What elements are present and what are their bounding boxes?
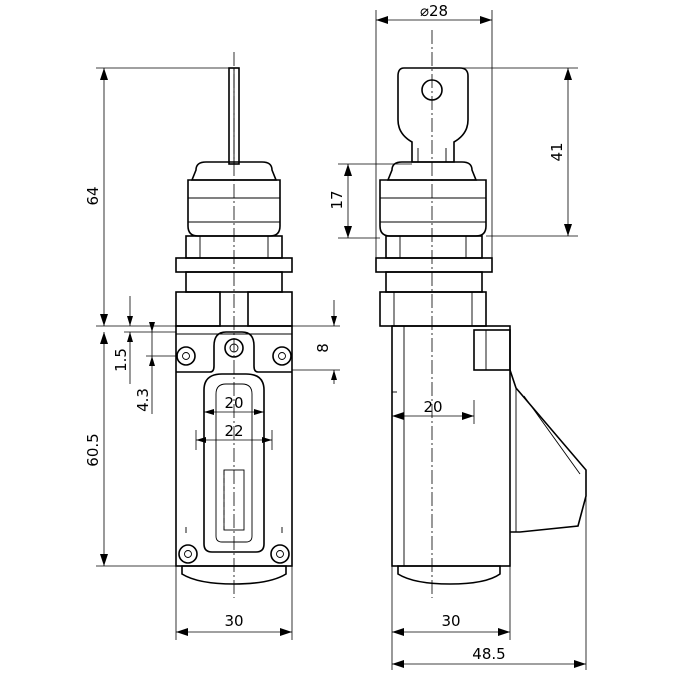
front-foot [181,565,287,585]
side-cap-body [379,179,487,237]
screw-left [176,346,196,366]
side-nut-flange [375,257,493,273]
dim-cap-height: 17 [328,190,346,209]
dim-hole-spacing: 8 [314,343,332,353]
side-view [375,30,587,598]
dim-side-depth-inner: 20 [423,398,442,416]
side-bracket-block [473,329,511,371]
dim-height-total: 64 [84,186,102,205]
side-dimensions: ⌀28 41 17 20 30 48.5 [328,2,587,670]
nut-lower [185,271,283,293]
slot-inner [215,383,253,543]
screw-right [272,346,292,366]
shoulder-left [175,291,221,327]
dim-side-depth: 30 [441,612,460,630]
dim-key-length: 41 [548,142,566,161]
slot-cam [223,469,245,531]
dim-front-width: 30 [224,612,243,630]
dim-slot-outer: 22 [224,422,243,440]
mounting-plate [176,331,292,373]
shoulder-right [247,291,293,327]
screw-bottom-right [270,544,290,564]
key-head [397,67,469,163]
dim-slot-inner: 20 [224,394,243,412]
screw-top [224,338,244,358]
side-shoulder [379,291,487,327]
cap-rim [190,161,278,181]
dim-cap-diameter: ⌀28 [420,2,448,20]
dim-height-lower: 60.5 [84,433,102,466]
front-view [175,52,293,598]
dim-offset-hole: 4.3 [134,388,152,412]
slot-outer [203,373,265,553]
roller-arm [509,369,587,533]
side-housing [391,325,511,567]
side-nut-lower [385,271,483,293]
dim-overall-depth: 48.5 [472,645,505,663]
screw-bottom-left [178,544,198,564]
dim-offset-small: 1.5 [112,348,130,372]
front-dimensions: 64 60.5 1.5 4.3 20 22 [84,67,340,640]
side-foot [397,565,501,585]
key-hole [421,79,443,101]
side-cap-rim [386,161,478,181]
